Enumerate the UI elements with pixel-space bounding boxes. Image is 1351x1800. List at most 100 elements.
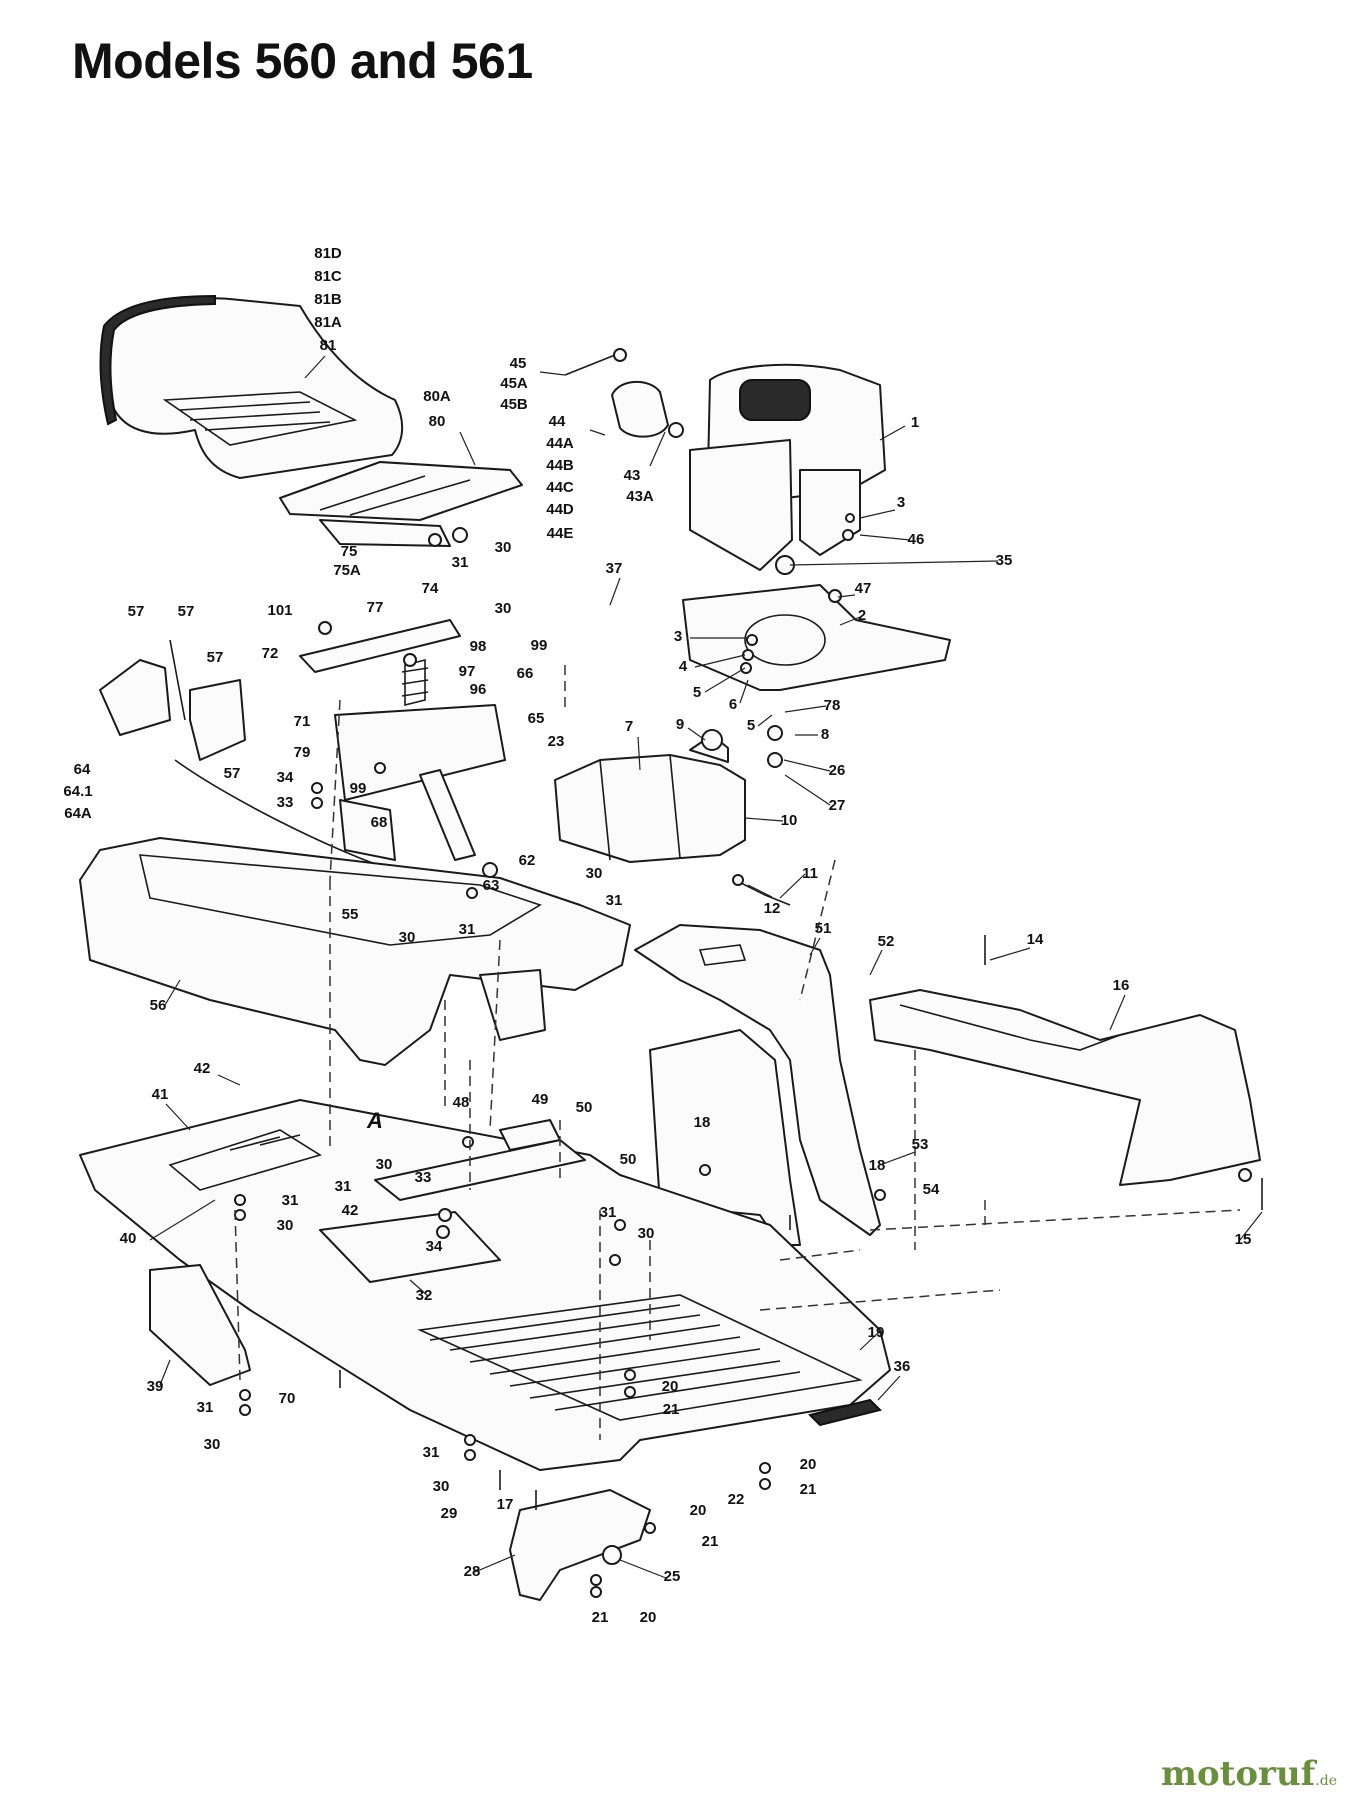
side-console xyxy=(869,989,1261,1186)
watermark-tld: .de xyxy=(1315,1773,1337,1789)
callout-c16: 16 xyxy=(1113,977,1130,994)
callout-c55: 55 xyxy=(342,906,359,923)
callout-c7: 7 xyxy=(625,718,633,735)
callout-c57d: 57 xyxy=(224,765,241,782)
rear-bracket xyxy=(509,1489,651,1601)
callout-c28: 28 xyxy=(464,1563,481,1580)
callout-c22: 22 xyxy=(728,1491,745,1508)
callout-c30b: 30 xyxy=(495,539,512,556)
callout-c31b: 31 xyxy=(606,892,623,909)
seat-bracket xyxy=(279,461,523,547)
callout-c31a: 31 xyxy=(452,554,469,571)
callout-c30d: 30 xyxy=(399,929,416,946)
callout-c57b: 57 xyxy=(178,603,195,620)
callout-c20a: 20 xyxy=(662,1378,679,1395)
callout-c45a: 45A xyxy=(500,375,528,392)
callout-c81b: 81B xyxy=(314,291,342,308)
callout-c30i: 30 xyxy=(433,1478,450,1495)
callout-c44b: 44B xyxy=(546,457,574,474)
callout-c32: 32 xyxy=(416,1287,433,1304)
callout-c12: 12 xyxy=(764,900,781,917)
callout-c74: 74 xyxy=(422,580,439,597)
seat-adjust-assembly xyxy=(299,619,506,861)
callout-c75a: 75A xyxy=(333,562,361,579)
callout-c54: 54 xyxy=(923,1181,940,1198)
callout-c30g: 30 xyxy=(638,1225,655,1242)
callout-c99b: 99 xyxy=(350,780,367,797)
callout-c44e: 44E xyxy=(547,525,574,542)
hardware xyxy=(234,513,1263,1598)
callout-c2: 2 xyxy=(858,607,866,624)
callout-c41: 41 xyxy=(152,1086,169,1103)
choke-assembly xyxy=(564,348,684,438)
callout-c50b: 50 xyxy=(620,1151,637,1168)
callout-c31e: 31 xyxy=(335,1178,352,1195)
rear-fender xyxy=(79,837,631,1066)
callout-c34b: 34 xyxy=(426,1238,443,1255)
callout-c30f: 30 xyxy=(277,1217,294,1234)
callout-c31d: 31 xyxy=(282,1192,299,1209)
callout-c66: 66 xyxy=(517,665,534,682)
callout-c49: 49 xyxy=(532,1091,549,1108)
callout-c8: 8 xyxy=(821,726,829,743)
callout-c26: 26 xyxy=(829,762,846,779)
cross-member xyxy=(374,1119,586,1201)
callout-labels: 81D81C81B81A8180A804545A45B4444A44B44C44… xyxy=(63,245,1251,1626)
callout-c57a: 57 xyxy=(128,603,145,620)
callout-c30e: 30 xyxy=(376,1156,393,1173)
callout-c99a: 99 xyxy=(531,637,548,654)
fuel-tank xyxy=(554,729,746,863)
callout-c6: 6 xyxy=(729,696,737,713)
callout-c29: 29 xyxy=(441,1505,458,1522)
steering-tower xyxy=(634,924,881,1246)
callout-c57c: 57 xyxy=(207,649,224,666)
callout-c51: 51 xyxy=(815,920,832,937)
callout-c62: 62 xyxy=(519,852,536,869)
callout-c5a: 5 xyxy=(693,684,701,701)
callout-c42a: 42 xyxy=(194,1060,211,1077)
fuel-line xyxy=(732,874,791,906)
callout-c72: 72 xyxy=(262,645,279,662)
front-hanger xyxy=(149,1264,251,1386)
watermark-main: motoruf xyxy=(1161,1754,1316,1794)
callout-c31f: 31 xyxy=(600,1204,617,1221)
callout-c64a: 64A xyxy=(64,805,92,822)
callout-c30h: 30 xyxy=(204,1436,221,1453)
callout-c81: 81 xyxy=(320,337,337,354)
callout-c47: 47 xyxy=(855,580,872,597)
seat xyxy=(99,294,404,479)
callout-c81d: 81D xyxy=(314,245,342,262)
callout-c31c: 31 xyxy=(459,921,476,938)
callout-c77: 77 xyxy=(367,599,384,616)
callout-c641: 64.1 xyxy=(63,783,92,800)
callout-c65: 65 xyxy=(528,710,545,727)
callout-c3b: 3 xyxy=(674,628,682,645)
callout-c75: 75 xyxy=(341,543,358,560)
callout-c21b: 21 xyxy=(800,1481,817,1498)
callout-c21d: 21 xyxy=(592,1609,609,1626)
callout-c30c: 30 xyxy=(586,865,603,882)
callout-c56: 56 xyxy=(150,997,167,1014)
callout-c79: 79 xyxy=(294,744,311,761)
callout-c52: 52 xyxy=(878,933,895,950)
callout-c33b: 33 xyxy=(415,1169,432,1186)
callout-c31g: 31 xyxy=(197,1399,214,1416)
callout-c27: 27 xyxy=(829,797,846,814)
callout-c3a: 3 xyxy=(897,494,905,511)
callout-c63: 63 xyxy=(483,877,500,894)
callout-c21c: 21 xyxy=(702,1533,719,1550)
callout-c17: 17 xyxy=(497,1496,514,1513)
callout-c64: 64 xyxy=(74,761,91,778)
callout-c1: 1 xyxy=(911,414,919,431)
callout-c5b: 5 xyxy=(747,717,755,734)
callout-c10: 10 xyxy=(781,812,798,829)
callout-c78: 78 xyxy=(824,697,841,714)
callout-c20c: 20 xyxy=(690,1502,707,1519)
callout-c39: 39 xyxy=(147,1378,164,1395)
callout-c35: 35 xyxy=(996,552,1013,569)
engine xyxy=(689,363,886,575)
callout-c40: 40 xyxy=(120,1230,137,1247)
callout-c15: 15 xyxy=(1235,1231,1252,1248)
leader-lines xyxy=(149,355,1263,1579)
